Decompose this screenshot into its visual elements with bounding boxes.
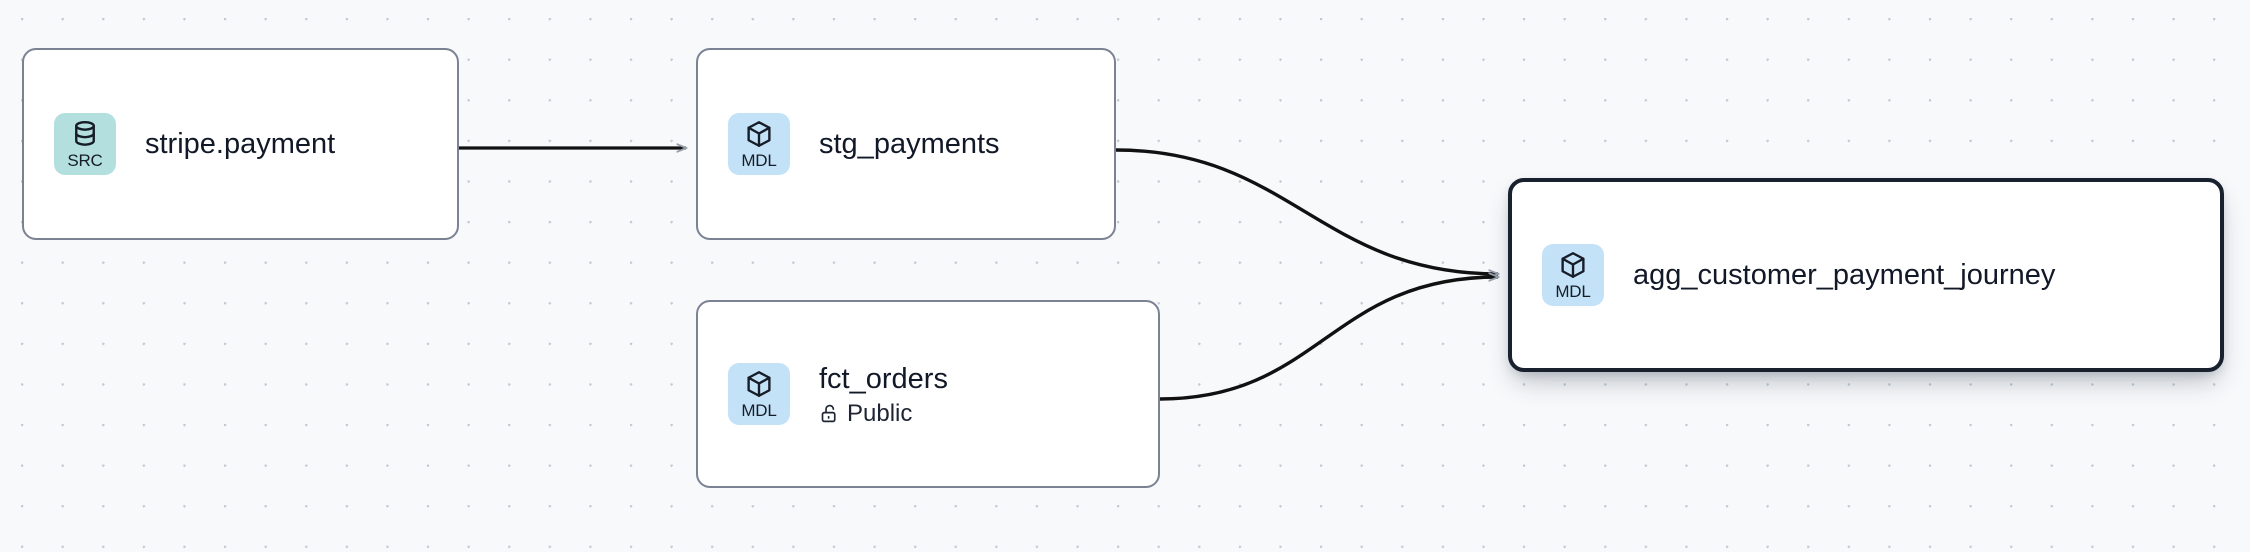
- node-title: fct_orders: [819, 362, 948, 395]
- node-title: stg_payments: [819, 128, 1000, 160]
- badge-label: MDL: [741, 151, 777, 170]
- node-body: stg_payments: [819, 127, 1000, 161]
- model-type-badge: MDL: [1542, 244, 1604, 306]
- node-stg-payments[interactable]: MDL stg_payments: [696, 48, 1116, 240]
- cube-icon: [1558, 250, 1588, 280]
- node-title: stripe.payment: [145, 128, 336, 160]
- node-stripe-payment[interactable]: SRC stripe.payment: [22, 48, 459, 240]
- node-body: fct_orders Public: [819, 362, 948, 427]
- node-visibility: Public: [819, 400, 948, 427]
- cube-icon: [744, 119, 774, 149]
- badge-label: MDL: [741, 401, 777, 420]
- cube-icon: [744, 369, 774, 399]
- edge-fct-orders-to-agg-customer-payment-journey: [1159, 277, 1498, 401]
- node-title: agg_customer_payment_journey: [1633, 259, 2056, 291]
- node-fct-orders[interactable]: MDL fct_orders Public: [696, 300, 1160, 488]
- visibility-label: Public: [847, 399, 913, 427]
- source-type-badge: SRC: [54, 113, 116, 175]
- node-body: agg_customer_payment_journey: [1633, 258, 2055, 292]
- model-type-badge: MDL: [728, 363, 790, 425]
- badge-label: SRC: [67, 151, 103, 170]
- unlock-icon: [819, 403, 840, 424]
- badge-label: MDL: [1555, 282, 1591, 301]
- database-icon: [70, 119, 100, 149]
- node-body: stripe.payment: [145, 127, 335, 161]
- edge-stg-payments-to-agg-customer-payment-journey: [1115, 148, 1498, 274]
- model-type-badge: MDL: [728, 113, 790, 175]
- node-agg-customer-payment-journey[interactable]: MDL agg_customer_payment_journey: [1508, 178, 2224, 372]
